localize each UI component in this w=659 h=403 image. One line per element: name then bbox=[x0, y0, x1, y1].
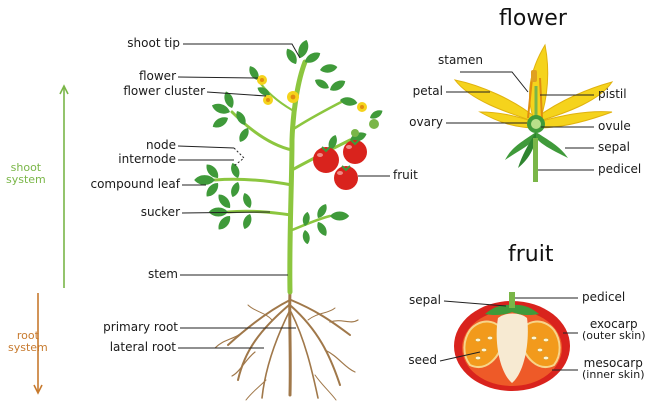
label-compound-leaf: compound leaf bbox=[90, 178, 180, 191]
label-pistil: pistil bbox=[598, 88, 627, 101]
label-mesocarp-note: (inner skin) bbox=[582, 369, 645, 381]
label-lateral-root: lateral root bbox=[110, 341, 176, 354]
label-exocarp-note: (outer skin) bbox=[582, 330, 646, 342]
label-ovule: ovule bbox=[598, 120, 631, 133]
label-fruit-pedicel: pedicel bbox=[582, 291, 625, 304]
roots bbox=[215, 290, 358, 400]
label-flower-cluster: flower cluster bbox=[123, 85, 205, 98]
fruit-cross-section bbox=[454, 292, 570, 391]
root-system-label-line2: system bbox=[8, 342, 48, 354]
shoot-system-label: shoot system bbox=[6, 162, 46, 186]
label-stamen: stamen bbox=[438, 54, 483, 67]
label-seed: seed bbox=[408, 354, 437, 367]
label-sucker: sucker bbox=[141, 206, 180, 219]
tomatoes-on-plant bbox=[313, 140, 367, 190]
label-mesocarp: mesocarp (inner skin) bbox=[582, 357, 645, 381]
label-fruit-sepal: sepal bbox=[409, 294, 441, 307]
label-internode: internode bbox=[118, 153, 176, 166]
label-stem: stem bbox=[148, 268, 178, 281]
label-node: node bbox=[146, 139, 176, 152]
label-shoot-tip: shoot tip bbox=[127, 37, 180, 50]
shoot-system-label-line2: system bbox=[6, 174, 46, 186]
fruit-heading: fruit bbox=[508, 242, 553, 267]
label-flower-sepal: sepal bbox=[598, 141, 630, 154]
label-exocarp: exocarp (outer skin) bbox=[582, 318, 646, 342]
label-primary-root: primary root bbox=[103, 321, 178, 334]
label-flower-pedicel: pedicel bbox=[598, 163, 641, 176]
flower-heading: flower bbox=[499, 6, 567, 31]
label-fruit: fruit bbox=[393, 169, 418, 182]
label-flower: flower bbox=[139, 70, 176, 83]
label-petal: petal bbox=[413, 85, 443, 98]
stem bbox=[215, 62, 350, 292]
flowers bbox=[257, 75, 367, 112]
root-system-label: root system bbox=[8, 330, 48, 354]
shoot-system-bracket bbox=[60, 86, 68, 288]
label-ovary: ovary bbox=[409, 116, 443, 129]
internode-marker bbox=[234, 148, 244, 166]
